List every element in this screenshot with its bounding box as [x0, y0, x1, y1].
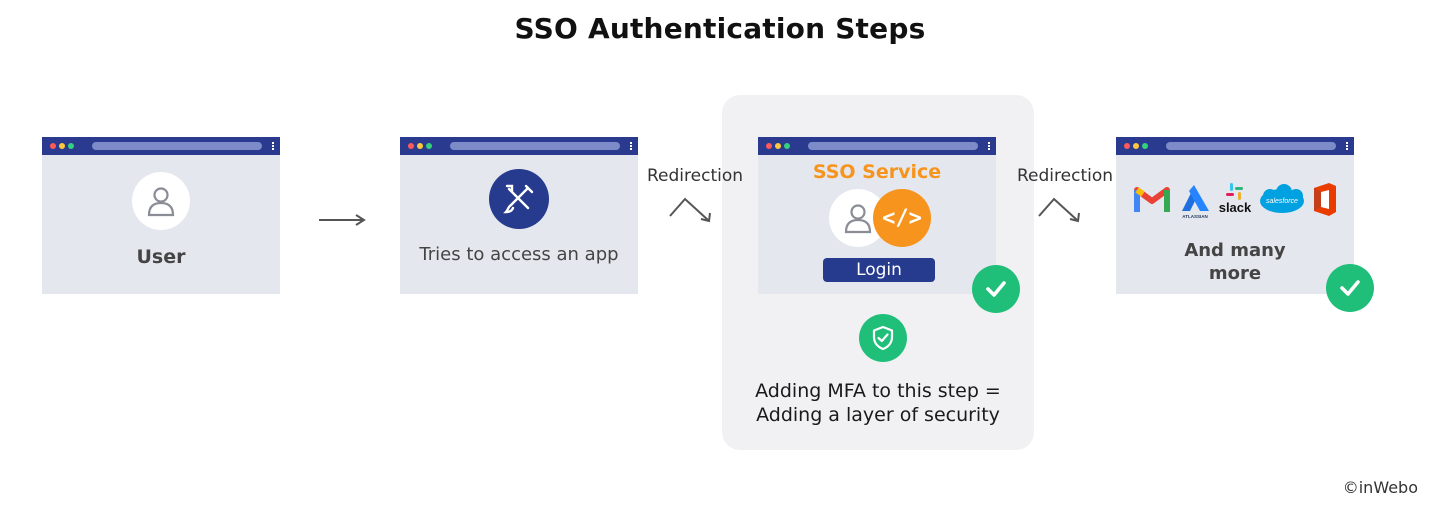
- address-bar: [450, 142, 620, 150]
- redirection-label-2: Redirection: [1017, 166, 1114, 186]
- maximize-dot: [426, 143, 432, 149]
- window-titlebar: [1116, 137, 1354, 155]
- code-icon: </>: [873, 189, 931, 247]
- salesforce-icon: salesforce: [1260, 184, 1304, 213]
- window-titlebar: [400, 137, 638, 155]
- minimize-dot: [1133, 143, 1139, 149]
- sso-service-heading: SSO Service: [812, 161, 942, 183]
- app-logos: ATLASSIAN slack salesforce: [1134, 183, 1336, 219]
- maximize-dot: [68, 143, 74, 149]
- mfa-note: Adding MFA to this step = Adding a layer…: [722, 379, 1034, 427]
- slack-wordmark: slack: [1219, 200, 1252, 215]
- apps-label-line-2: more: [1208, 263, 1262, 284]
- copyright-label: ©inWebo: [1342, 478, 1418, 497]
- close-dot: [1124, 143, 1130, 149]
- apps-label: And many more: [1116, 239, 1354, 285]
- app-label: Tries to access an app: [419, 244, 619, 265]
- arrow-right-icon: [319, 214, 366, 226]
- apps-window: ATLASSIAN slack salesforce And many more: [1116, 137, 1354, 294]
- shield-icon: [859, 314, 907, 362]
- minimize-dot: [775, 143, 781, 149]
- menu-icon: [272, 142, 274, 150]
- window-titlebar: [758, 137, 996, 155]
- menu-icon: [988, 142, 990, 150]
- mfa-line-1: Adding MFA to this step =: [755, 380, 1001, 402]
- close-dot: [766, 143, 772, 149]
- minimize-dot: [417, 143, 423, 149]
- atlassian-icon: ATLASSIAN: [1182, 185, 1209, 219]
- check-icon: [1326, 264, 1374, 312]
- sso-window: SSO Service </> Login: [758, 137, 996, 294]
- user-window: User: [42, 137, 280, 294]
- maximize-dot: [784, 143, 790, 149]
- address-bar: [808, 142, 978, 150]
- address-bar: [1166, 142, 1336, 150]
- menu-icon: [630, 142, 632, 150]
- login-button[interactable]: Login: [823, 258, 935, 282]
- app-window: Tries to access an app: [400, 137, 638, 294]
- user-icon: [829, 189, 887, 247]
- check-icon: [972, 265, 1020, 313]
- menu-icon: [1346, 142, 1348, 150]
- page-title: SSO Authentication Steps: [514, 12, 926, 45]
- mfa-line-2: Adding a layer of security: [756, 404, 1000, 426]
- gmail-icon: [1134, 187, 1170, 212]
- redirect-arrow-icon: [669, 197, 711, 223]
- close-dot: [50, 143, 56, 149]
- user-label: User: [136, 246, 186, 268]
- maximize-dot: [1142, 143, 1148, 149]
- salesforce-wordmark: salesforce: [1266, 198, 1298, 205]
- slack-icon: slack: [1219, 183, 1252, 215]
- office-icon: [1314, 183, 1336, 216]
- user-icon: [132, 172, 190, 230]
- redirect-arrow-icon: [1038, 197, 1080, 223]
- atlassian-wordmark: ATLASSIAN: [1182, 214, 1207, 219]
- close-dot: [408, 143, 414, 149]
- redirection-label-1: Redirection: [647, 166, 744, 186]
- window-titlebar: [42, 137, 280, 155]
- address-bar: [92, 142, 262, 150]
- apps-label-line-1: And many: [1184, 240, 1286, 261]
- tools-icon: [489, 169, 549, 229]
- minimize-dot: [59, 143, 65, 149]
